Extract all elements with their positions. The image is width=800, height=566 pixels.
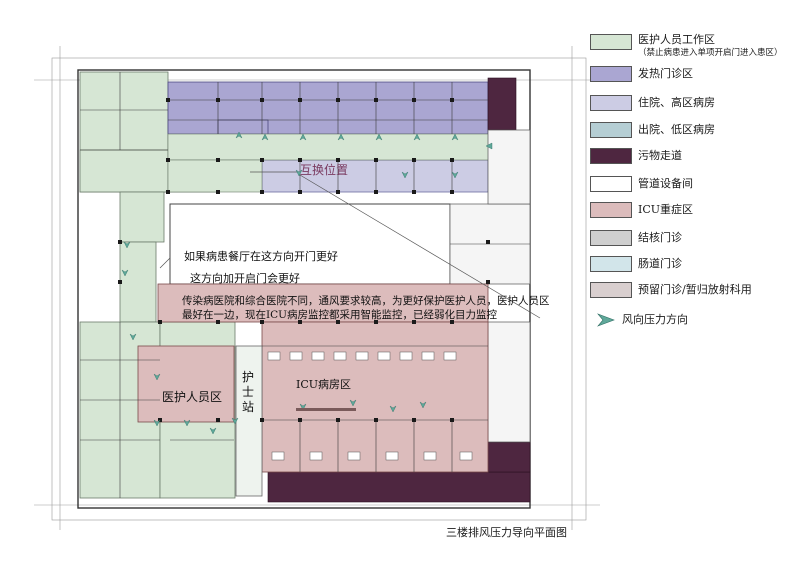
legend-swatch — [590, 122, 632, 138]
wind-arrow-icon — [597, 313, 615, 327]
legend-item-icu: ICU重症区 — [590, 202, 798, 220]
legend-item-dirty: 污物走道 — [590, 148, 798, 166]
fever-clinic-zone — [167, 81, 489, 135]
legend-label: 管道设备间 — [638, 177, 693, 190]
icu-zone-label: ICU病房区 — [296, 378, 352, 391]
legend-item-tb: 结核门诊 — [590, 230, 798, 248]
legend-swatch — [590, 202, 632, 218]
interior-walls — [80, 72, 530, 498]
wind-arrows — [121, 131, 493, 435]
legend-swatch — [590, 230, 632, 246]
legend-label: 出院、低区病房 — [638, 123, 715, 136]
drawing-caption: 三楼排风压力导向平面图 — [446, 526, 567, 539]
legend-label: ICU重症区 — [638, 203, 694, 216]
nurse-station-label: 护士站 — [242, 370, 255, 414]
legend-item-wind: 风向压力方向 — [590, 312, 798, 330]
building-outline — [77, 69, 531, 509]
legend-label: 污物走道 — [638, 149, 682, 162]
legend-sublabel: （禁止病患进入单项开启门进入患区） — [638, 48, 783, 58]
ventilation-note-line2: 最好在一边，现在ICU病房监控都采用智能监控，已经弱化目力监控 — [182, 309, 498, 321]
dirty-corridor — [267, 77, 531, 503]
staff-corridor — [167, 133, 509, 193]
legend-swatch — [590, 148, 632, 164]
legend-swatch — [590, 256, 632, 272]
legend-label: 医护人员工作区 — [638, 33, 715, 46]
door-direction-note: 这方向加开启门会更好 — [190, 272, 300, 285]
legend-item-discharge: 出院、低区病房 — [590, 122, 798, 140]
nurse-station — [235, 345, 263, 497]
icu-fine-print — [296, 408, 356, 411]
legend-label: 结核门诊 — [638, 231, 682, 244]
legend-label: 发热门诊区 — [638, 67, 693, 80]
dining-door-note: 如果病患餐厅在这方向开门更好 — [184, 250, 338, 263]
legend-item-reserved: 预留门诊/暂归放射科用 — [590, 282, 798, 300]
icu-beds — [267, 351, 473, 461]
annotation-leader-lines — [159, 171, 541, 319]
staff-zone-label: 医护人员区 — [162, 390, 223, 404]
legend-item-staff: 医护人员工作区 （禁止病患进入单项开启门进入患区） — [590, 33, 798, 58]
inpatient-ward-zone — [261, 159, 489, 193]
structural-columns — [118, 98, 490, 422]
legend-item-intestinal: 肠道门诊 — [590, 256, 798, 274]
swap-position-note: 互换位置 — [300, 163, 349, 177]
legend-label: 住院、高区病房 — [638, 96, 715, 109]
ventilation-note-line1: 传染病医院和综合医院不同，通风要求较高，为更好保护医护人员，医护人员区 — [182, 295, 550, 307]
legend-label: 风向压力方向 — [622, 313, 688, 326]
legend-swatch — [590, 34, 632, 50]
icu-zone — [137, 283, 489, 473]
legend-item-fever: 发热门诊区 — [590, 66, 798, 84]
legend-item-pipe: 管道设备间 — [590, 176, 798, 194]
legend-item-inpatient: 住院、高区病房 — [590, 95, 798, 113]
legend-swatch — [590, 176, 632, 192]
legend-label: 肠道门诊 — [638, 257, 682, 270]
legend-swatch — [590, 66, 632, 82]
legend-swatch — [590, 282, 632, 298]
legend-label: 预留门诊/暂归放射科用 — [638, 283, 752, 296]
legend-swatch — [590, 95, 632, 111]
